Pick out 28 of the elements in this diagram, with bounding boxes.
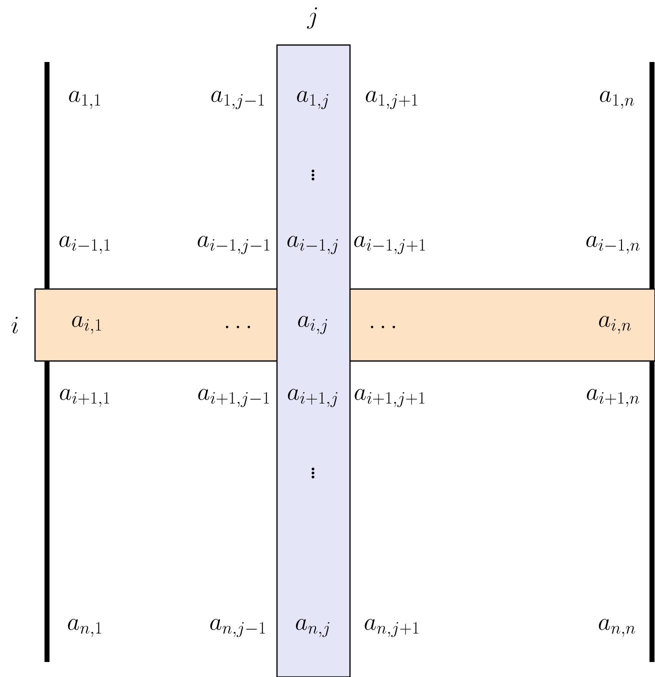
matrix-entry: $a_{1,n}$ <box>600 90 634 109</box>
matrix-entry: $\vdots$ <box>312 170 314 180</box>
matrix-entry: $a_{i-1,j}$ <box>287 236 338 254</box>
matrix-entry: $\vdots$ <box>312 468 314 478</box>
index-label: $i$ <box>12 316 18 334</box>
matrix-entry: $a_{i+1,n}$ <box>586 388 640 407</box>
matrix-entry: $a_{i,n}$ <box>599 316 631 334</box>
matrix-entry: $a_{1,j}$ <box>297 90 328 110</box>
matrix-entry: $a_{n,n}$ <box>598 618 636 637</box>
matrix-entry: $a_{1,j+1}$ <box>366 90 418 110</box>
matrix-entry: $\dots$ <box>226 326 250 328</box>
matrix-entry: $a_{n,j-1}$ <box>210 618 265 638</box>
matrix-entry: $\dots$ <box>370 326 396 328</box>
matrix-entry: $a_{i+1,j}$ <box>288 388 338 408</box>
matrix-entry: $a_{i,j}$ <box>298 316 328 334</box>
matrix-entry: $a_{n,j+1}$ <box>364 618 418 638</box>
matrix-entry: $a_{i+1,1}$ <box>60 388 110 407</box>
matrix-entry: $a_{i-1,1}$ <box>59 236 110 254</box>
column-band <box>276 44 351 677</box>
matrix-entry: $a_{i+1,j-1}$ <box>198 388 269 408</box>
matrix-entry: $a_{1,j-1}$ <box>211 90 264 110</box>
matrix-entry: $a_{n,1}$ <box>68 618 102 637</box>
matrix-entry: $a_{i-1,n}$ <box>586 236 640 254</box>
matrix-entry: $a_{n,j}$ <box>296 618 330 638</box>
matrix-entry: $a_{i+1,j+1}$ <box>354 388 424 408</box>
index-label: $j$ <box>306 7 317 29</box>
matrix-entry: $a_{1,1}$ <box>69 90 100 109</box>
matrix-entry: $a_{i,1}$ <box>72 316 102 334</box>
